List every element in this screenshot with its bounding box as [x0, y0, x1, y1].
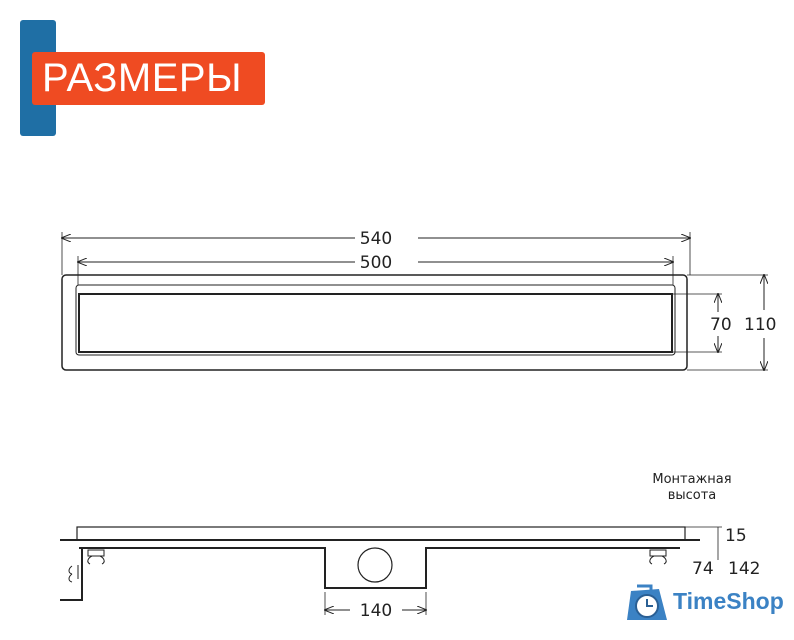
dim-15: 15	[725, 526, 747, 546]
mounting-height-label-2: высота	[668, 488, 717, 503]
section-title: РАЗМЕРЫ	[32, 52, 265, 105]
outlet-pipe	[357, 547, 393, 583]
wing-nut-left	[87, 549, 105, 565]
frame-inner	[75, 284, 676, 356]
clock-bag-icon	[627, 584, 667, 620]
dim-140: 140	[360, 601, 392, 621]
channel-body	[79, 547, 680, 589]
top-view	[62, 232, 768, 370]
mounting-height-label-1: Монтажная	[652, 472, 731, 487]
top-plate	[76, 526, 686, 541]
grate	[78, 293, 673, 353]
dim-500: 500	[360, 253, 392, 273]
logo-text: TimeShop	[673, 588, 784, 614]
dim-110: 110	[744, 315, 776, 335]
timeshop-logo: TimeShop	[625, 580, 790, 625]
drain-body-outline	[61, 274, 688, 371]
dim-540: 540	[360, 229, 392, 249]
wing-nut-right	[649, 549, 667, 565]
left-bracket	[60, 548, 83, 601]
dim-142: 142	[728, 559, 760, 579]
dim-70: 70	[710, 315, 732, 335]
wing-nut-side	[68, 565, 79, 583]
side-view	[60, 526, 722, 615]
dim-74: 74	[692, 559, 714, 579]
